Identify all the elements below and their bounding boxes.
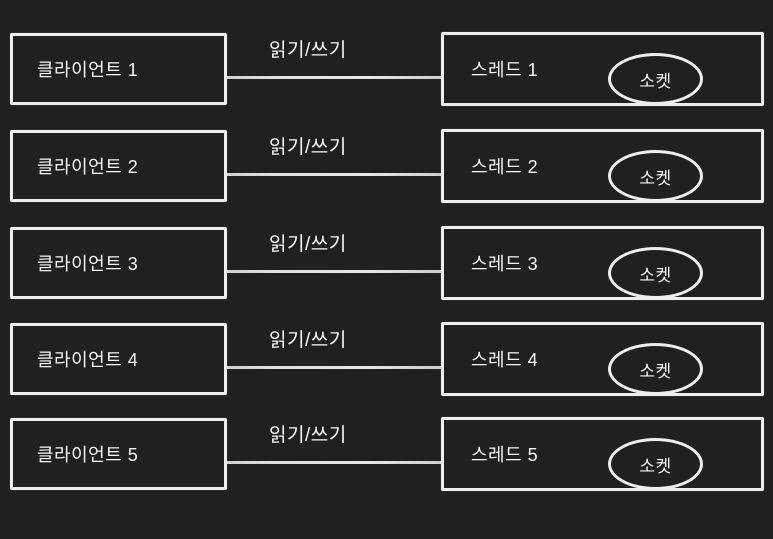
read-write-label: 읽기/쓰기: [269, 137, 347, 158]
thread-label: 스레드 3: [471, 254, 539, 274]
client-box-4: 클라이언트 4: [10, 323, 227, 395]
thread-box-3: 스레드 3: [441, 226, 764, 300]
client-box-1: 클라이언트 1: [10, 33, 227, 105]
socket-label: 소켓: [639, 361, 672, 381]
socket-label: 소켓: [639, 456, 672, 476]
client-label: 클라이언트 5: [37, 445, 139, 465]
connector-line: [200, 173, 441, 176]
thread-label: 스레드 1: [471, 60, 539, 80]
socket-ellipse-1: 소켓: [608, 53, 703, 105]
connection-row-3: 읽기/쓰기 클라이언트 3 스레드 3 소켓: [0, 226, 773, 304]
client-label: 클라이언트 2: [37, 157, 139, 177]
thread-box-1: 스레드 1: [441, 32, 764, 106]
client-label: 클라이언트 3: [37, 254, 139, 274]
thread-box-2: 스레드 2: [441, 129, 764, 203]
thread-box-4: 스레드 4: [441, 322, 764, 396]
socket-ellipse-5: 소켓: [608, 438, 703, 490]
client-box-5: 클라이언트 5: [10, 418, 227, 490]
connector-line: [200, 366, 441, 369]
connection-row-1: 읽기/쓰기 클라이언트 1 스레드 1 소켓: [0, 32, 773, 110]
socket-ellipse-2: 소켓: [608, 150, 703, 202]
thread-label: 스레드 4: [471, 350, 539, 370]
socket-label: 소켓: [639, 168, 672, 188]
socket-label: 소켓: [639, 71, 672, 91]
socket-ellipse-4: 소켓: [608, 343, 703, 395]
read-write-label: 읽기/쓰기: [269, 40, 347, 61]
client-label: 클라이언트 1: [37, 60, 139, 80]
connection-row-2: 읽기/쓰기 클라이언트 2 스레드 2 소켓: [0, 129, 773, 207]
thread-label: 스레드 2: [471, 157, 539, 177]
connection-row-5: 읽기/쓰기 클라이언트 5 스레드 5 소켓: [0, 417, 773, 495]
thread-label: 스레드 5: [471, 445, 539, 465]
connection-row-4: 읽기/쓰기 클라이언트 4 스레드 4 소켓: [0, 322, 773, 400]
thread-box-5: 스레드 5: [441, 417, 764, 491]
client-label: 클라이언트 4: [37, 350, 139, 370]
read-write-label: 읽기/쓰기: [269, 330, 347, 351]
connector-line: [200, 76, 441, 79]
connector-line: [200, 270, 441, 273]
socket-label: 소켓: [639, 265, 672, 285]
connector-line: [200, 461, 441, 464]
read-write-label: 읽기/쓰기: [269, 234, 347, 255]
socket-ellipse-3: 소켓: [608, 247, 703, 299]
client-box-3: 클라이언트 3: [10, 227, 227, 299]
read-write-label: 읽기/쓰기: [269, 425, 347, 446]
client-box-2: 클라이언트 2: [10, 130, 227, 202]
